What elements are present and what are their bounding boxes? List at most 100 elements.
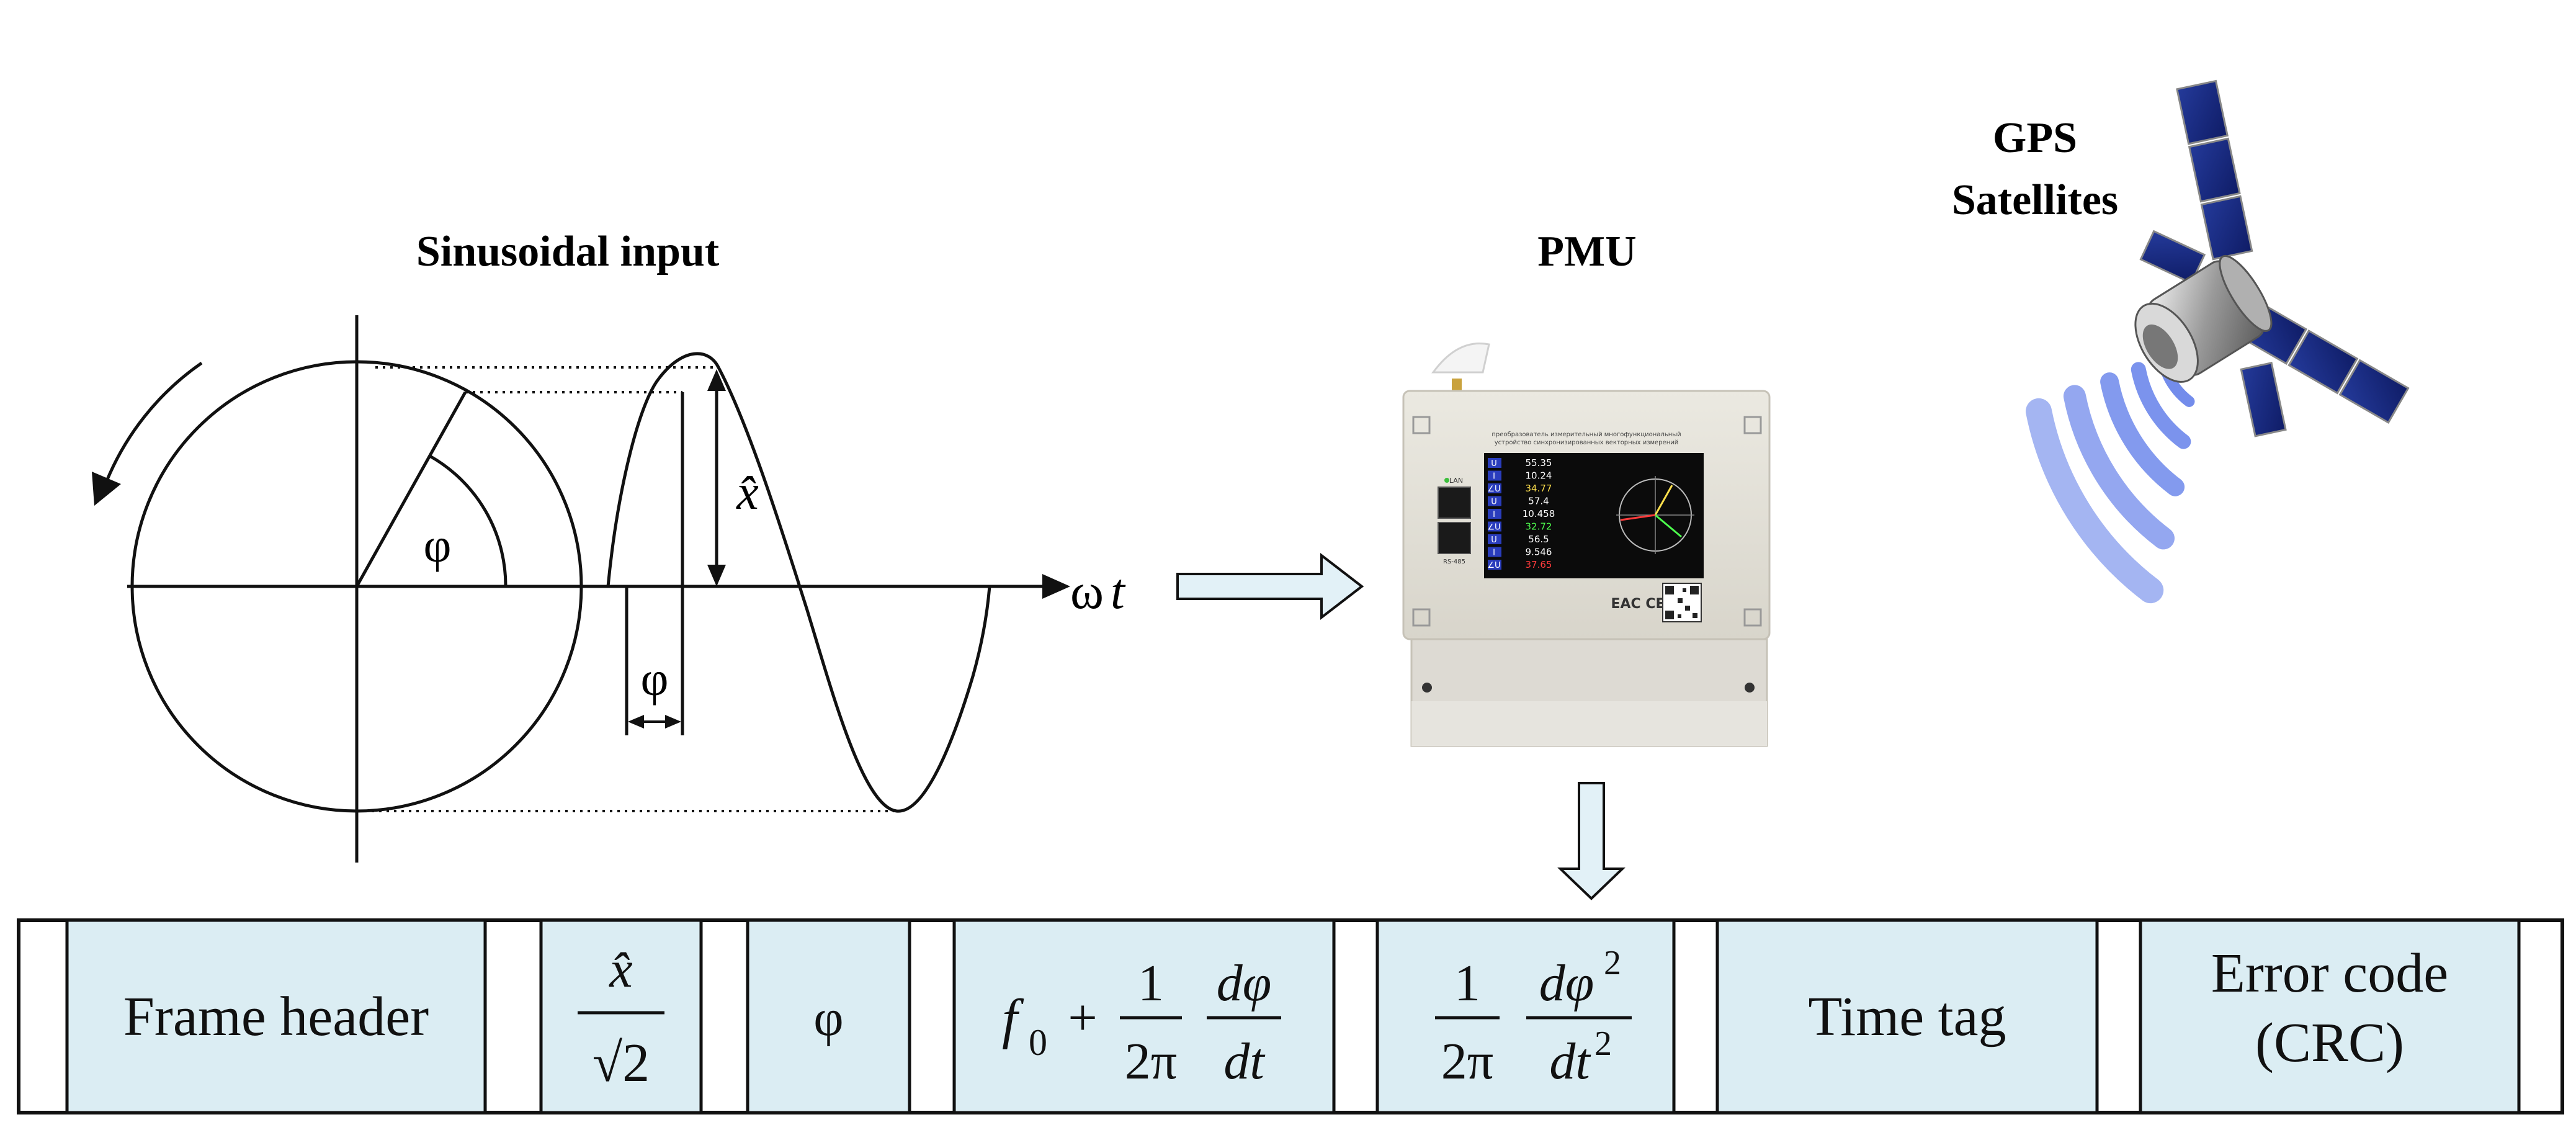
amplitude-label: x̂ — [736, 465, 759, 520]
reading-label-box — [1488, 521, 1501, 532]
pmu-qr-pattern — [1665, 586, 1699, 619]
formula-one: 1 — [1138, 954, 1164, 1012]
frame-cell-label: Error code — [2211, 943, 2448, 1004]
rotation-arrow — [104, 361, 203, 485]
pmu-header-text-1: преобразователь измерительный многофункц… — [1491, 431, 1681, 438]
satellite-solar-panel-left — [2139, 230, 2206, 284]
time-axis-arrowhead — [1042, 574, 1070, 599]
gps-title-line2: Satellites — [1952, 176, 2118, 224]
frame-cell-box — [1715, 918, 2099, 1114]
reading-label: I — [1493, 472, 1495, 482]
pmu-certification-marks: EAC CE — [1611, 596, 1665, 612]
reading-value: 34.77 — [1526, 483, 1552, 494]
frame-cell-time-tag: Time tag — [1715, 918, 2099, 1114]
axis-label-omega: ω — [1070, 563, 1104, 619]
formula-plus: + — [1068, 989, 1097, 1047]
amplitude-arrowhead-bottom-icon — [707, 565, 726, 586]
formula-exponent: 2 — [1594, 1025, 1612, 1063]
frame-cell-box — [65, 918, 487, 1114]
reading-value: 55.35 — [1526, 457, 1552, 469]
screen-phasor-red — [1620, 514, 1656, 521]
pmu-lan-port — [1438, 487, 1471, 519]
formula-numerator: x̂ — [608, 941, 632, 998]
pmu-port-label-lan: LAN — [1449, 477, 1463, 485]
satellite-solar-panel-upper — [2176, 79, 2253, 261]
gps-title-line1: GPS — [1993, 114, 2077, 162]
reading-label-box — [1488, 547, 1501, 557]
input-to-pmu-arrow — [1176, 552, 1364, 621]
reading-label-box — [1488, 458, 1501, 468]
pmu-antenna-dome — [1431, 343, 1490, 374]
reading-label: ∠U — [1487, 485, 1500, 494]
frame-cell-box — [539, 918, 703, 1114]
reading-label: I — [1493, 510, 1495, 519]
frame-cell-label: (CRC) — [2255, 1012, 2404, 1074]
reading-value: 32.72 — [1526, 521, 1552, 532]
pmu-figure: PMU преобразователь измерительный многоф… — [1402, 228, 1771, 747]
pmu-corner-mark-tr — [1743, 416, 1762, 434]
sinusoidal-input-title: Sinusoidal input — [416, 228, 719, 276]
pmu-port-label-rs485: RS-485 — [1443, 558, 1465, 565]
pmu-device-base-lower — [1411, 701, 1767, 746]
reading-value: 56.5 — [1528, 534, 1549, 545]
phasor-vector — [355, 391, 467, 588]
reading-label-box — [1488, 496, 1501, 506]
formula-phi: φ — [813, 989, 843, 1047]
sinusoidal-input-figure: Sinusoidal input ω t φ x̂ φ — [92, 228, 1126, 863]
rotation-arrowhead-icon — [92, 472, 121, 506]
frame-cell-label: Frame header — [123, 986, 429, 1047]
satellite-body-icon — [2134, 254, 2273, 383]
formula-dt: dt — [1549, 1033, 1591, 1090]
gps-signal-waves — [2026, 354, 2195, 604]
frame-cell-box — [2139, 918, 2521, 1114]
frame-cell-phase-angle: φ — [746, 918, 911, 1114]
frame-cell-label: Time tag — [1808, 986, 2006, 1047]
reading-label-box — [1488, 534, 1501, 544]
gps-satellite-figure: GPS Satellites — [1952, 79, 2410, 604]
reading-label: U — [1491, 459, 1497, 469]
phase-offset-label: φ — [640, 652, 668, 706]
frame-cell-frame-header: Frame header — [65, 918, 487, 1114]
pmu-corner-mark-bl — [1412, 608, 1431, 627]
formula-exponent: 2 — [1604, 944, 1621, 982]
pmu-title: PMU — [1537, 228, 1636, 276]
formula-subscript: 0 — [1029, 1022, 1047, 1063]
pmu-display-screen — [1484, 453, 1704, 578]
reading-label-box — [1488, 483, 1501, 493]
screen-phasor-green — [1655, 514, 1682, 538]
reading-value: 9.546 — [1526, 547, 1552, 558]
pmu-lan-indicator-icon — [1444, 478, 1449, 483]
reading-label: I — [1493, 549, 1495, 558]
pmu-corner-mark-br — [1743, 608, 1762, 627]
pmu-corner-mark-tl — [1412, 416, 1431, 434]
reading-label-box — [1488, 560, 1501, 570]
axis-label-t: t — [1111, 563, 1126, 619]
reading-label-box — [1488, 470, 1501, 481]
reading-label: ∠U — [1487, 561, 1500, 570]
reading-value: 57.4 — [1528, 496, 1549, 507]
sine-waveform — [606, 352, 991, 813]
formula-dphi: dφ — [1539, 954, 1594, 1012]
screen-phasor-yellow — [1654, 485, 1673, 516]
formula-dphi: dφ — [1217, 954, 1271, 1012]
amplitude-arrowhead-top-icon — [707, 369, 726, 391]
phase-offset-arrowhead-left-icon — [628, 715, 644, 729]
reading-label: U — [1491, 536, 1497, 545]
pmu-rs485-port — [1438, 522, 1471, 554]
frame-cell-amplitude-rms: x̂ √2 — [539, 918, 703, 1114]
reading-label-box — [1488, 509, 1501, 519]
formula-dt: dt — [1223, 1033, 1266, 1090]
formula-two-pi: 2π — [1441, 1033, 1493, 1090]
pmu-screw-left — [1422, 683, 1432, 693]
formula-denominator: √2 — [593, 1033, 650, 1093]
reading-value: 10.458 — [1523, 508, 1555, 519]
phasor-angle-label: φ — [423, 518, 451, 572]
frame-cell-error-code: Error code (CRC) — [2139, 918, 2521, 1114]
reading-label: U — [1491, 498, 1497, 507]
pmu-screw-right — [1745, 683, 1755, 693]
